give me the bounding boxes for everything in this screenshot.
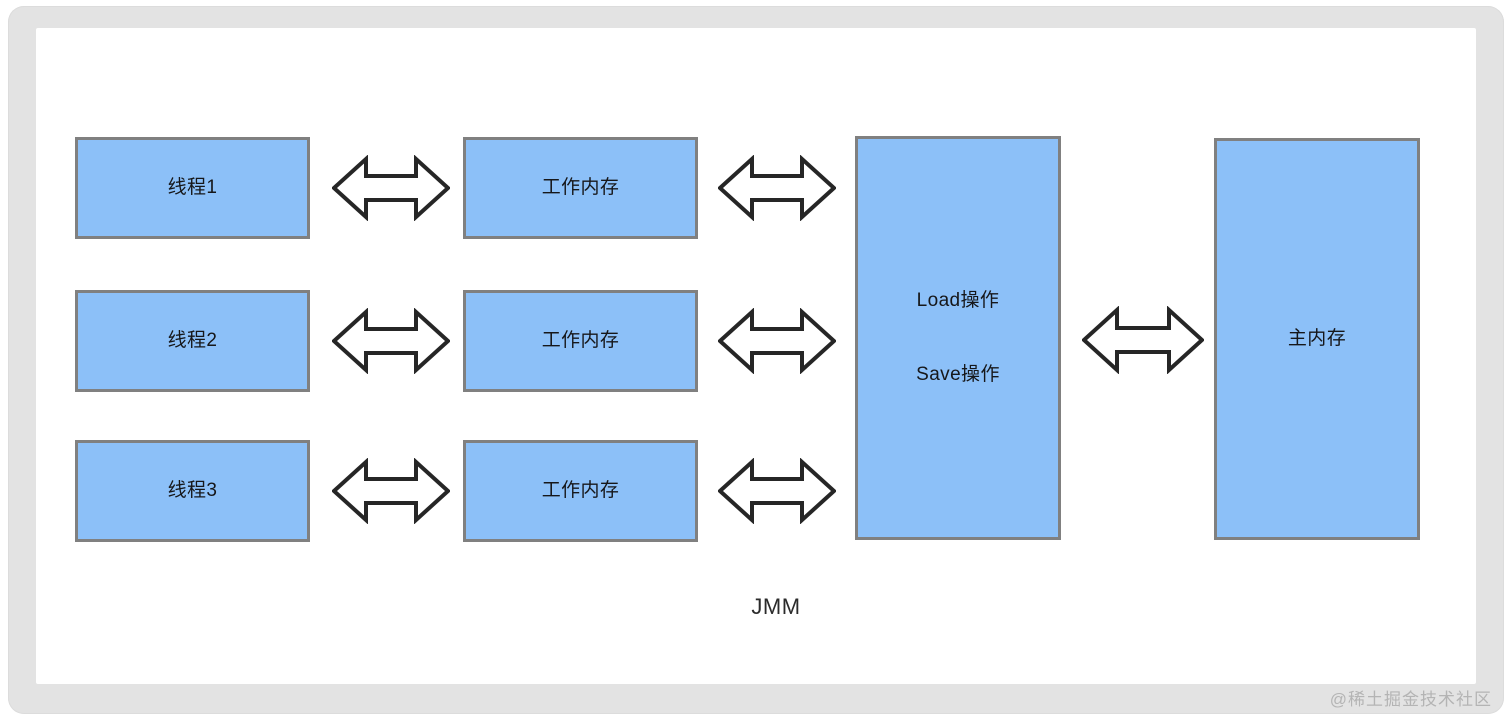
thread-box-1-label: 线程1 xyxy=(167,177,218,199)
thread-box-2-label: 线程2 xyxy=(167,330,218,352)
main-memory-box: 主内存 xyxy=(1214,138,1420,540)
main-memory-label: 主内存 xyxy=(1287,328,1347,350)
working-memory-box-2: 工作内存 xyxy=(463,290,698,392)
watermark: @稀土掘金技术社区 xyxy=(1329,690,1492,709)
arrow-thread3-to-working3 xyxy=(332,458,450,524)
thread-box-3-label: 线程3 xyxy=(167,480,218,502)
arrow-working3-to-ops xyxy=(718,458,836,524)
working-memory-box-3: 工作内存 xyxy=(463,440,698,542)
save-operation-label: Save操作 xyxy=(916,364,1000,385)
thread-box-3: 线程3 xyxy=(75,440,310,542)
diagram-caption: JMM xyxy=(751,594,801,619)
working-memory-box-1-label: 工作内存 xyxy=(541,177,620,199)
arrow-thread1-to-working1 xyxy=(332,155,450,221)
working-memory-box-2-label: 工作内存 xyxy=(541,330,620,352)
thread-box-2: 线程2 xyxy=(75,290,310,392)
working-memory-box-3-label: 工作内存 xyxy=(541,480,620,502)
load-operation-label: Load操作 xyxy=(916,290,1000,312)
arrow-thread2-to-working2 xyxy=(332,308,450,374)
arrow-ops-to-main-memory xyxy=(1082,306,1204,374)
arrow-working1-to-ops xyxy=(718,155,836,221)
arrow-working2-to-ops xyxy=(718,308,836,374)
working-memory-box-1: 工作内存 xyxy=(463,137,698,239)
thread-box-1: 线程1 xyxy=(75,137,310,239)
operations-box: Load操作 Save操作 xyxy=(855,136,1061,540)
